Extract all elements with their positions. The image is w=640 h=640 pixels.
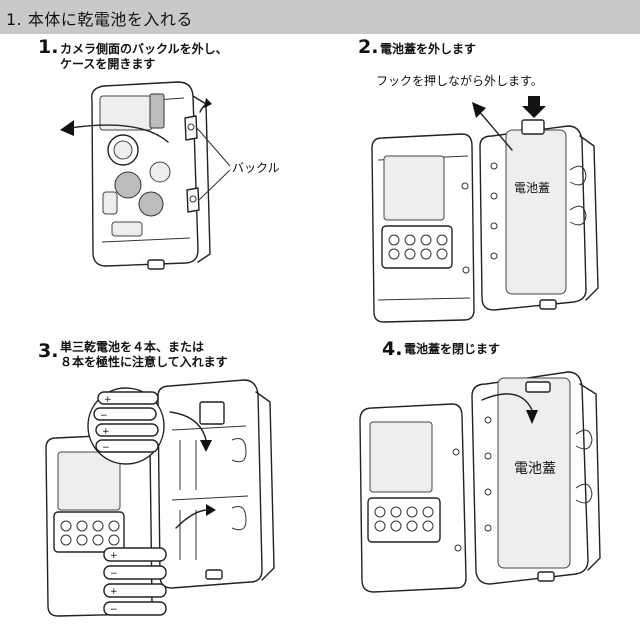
step-1-text-line2: ケースを開きます <box>60 57 156 71</box>
step-1-text-line1: カメラ側面のバックルを外し、 <box>60 42 228 56</box>
svg-text:+: + <box>104 395 112 405</box>
step-4-text: 電池蓋を閉じます <box>404 342 501 356</box>
step-2-text: 電池蓋を外します <box>380 42 477 56</box>
step-4-number: 4. <box>382 338 403 360</box>
svg-text:−: − <box>110 569 118 579</box>
svg-text:+: + <box>102 427 110 437</box>
svg-text:+: + <box>110 587 118 597</box>
battery-cover-label-step4: 電池蓋 <box>514 461 556 477</box>
svg-text:+: + <box>110 551 118 561</box>
battery-cover-label-step2: 電池蓋 <box>514 181 551 195</box>
buckle-label: バックル <box>232 161 280 175</box>
step-3-text-line2: ８本を極性に注意して入れます <box>60 355 228 369</box>
step-2-number: 2. <box>358 36 379 58</box>
hook-note: フックを押しながら外します。 <box>376 74 543 88</box>
svg-text:−: − <box>110 605 118 615</box>
step-1-number: 1. <box>38 36 59 58</box>
step-3-number: 3. <box>38 340 59 362</box>
section-header: 1. 本体に乾電池を入れる <box>0 0 640 34</box>
svg-text:−: − <box>102 443 110 453</box>
section-title: 1. 本体に乾電池を入れる <box>6 10 193 29</box>
step-3-text-line1: 単三乾電池を４本、または <box>60 340 205 354</box>
svg-text:−: − <box>100 411 108 421</box>
